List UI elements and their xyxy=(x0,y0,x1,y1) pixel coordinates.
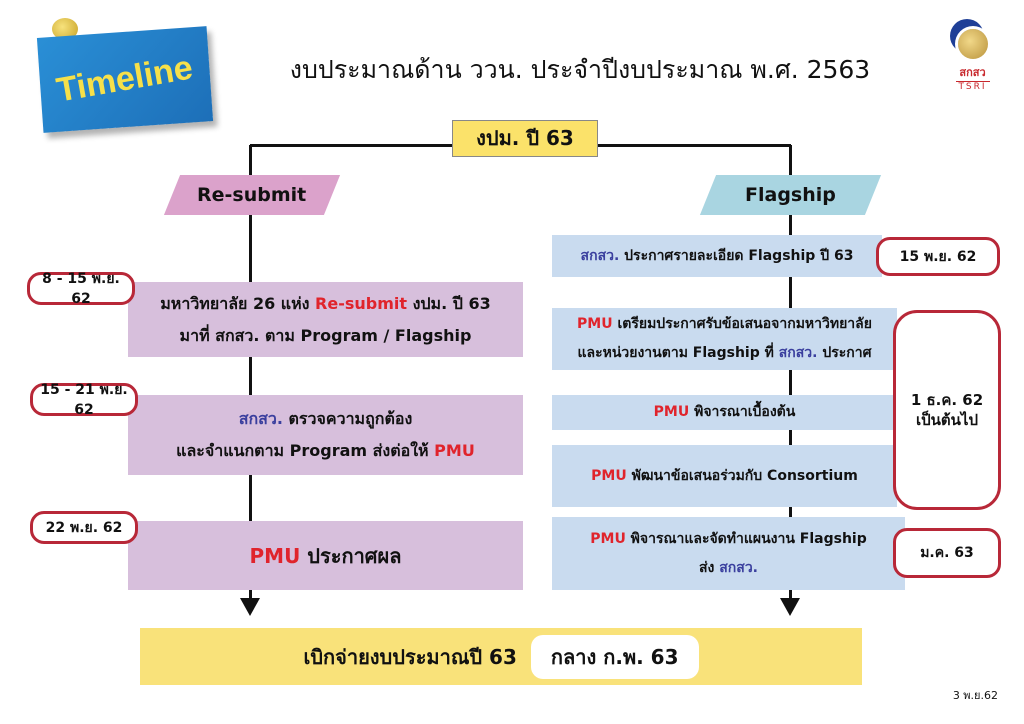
right-step-4: PMU พัฒนาข้อเสนอร่วมกับ Consortium xyxy=(552,445,897,507)
branch-resubmit: Re-submit xyxy=(163,175,341,215)
logo-thai: สกสว xyxy=(955,63,990,82)
text-red: PMU xyxy=(577,316,613,332)
text: เตรียมประกาศรับข้อเสนอจากมหาวิทยาลัย xyxy=(612,316,872,332)
date-badge: 15 - 21 พ.ย. 62 xyxy=(30,382,138,418)
text-blue: สกสว. xyxy=(238,409,283,428)
text: ตรวจความถูกต้อง xyxy=(282,409,413,428)
step-line: PMU พิจารณาเบื้องต้น xyxy=(654,398,796,427)
right-step-2: PMU เตรียมประกาศรับข้อเสนอจากมหาวิทยาลัย… xyxy=(552,308,897,370)
globe-icon xyxy=(957,29,988,59)
left-step-3: PMU ประกาศผล xyxy=(128,521,523,590)
branch-flagship: Flagship xyxy=(699,175,882,215)
timeline-badge: Timeline xyxy=(36,26,214,133)
disbursement-bar: เบิกจ่ายงบประมาณปี 63 กลาง ก.พ. 63 xyxy=(140,628,862,685)
step-line: PMU พิจารณาและจัดทำแผนงาน Flagship xyxy=(590,525,867,554)
text-red: PMU xyxy=(249,543,301,568)
text: พิจารณาเบื้องต้น xyxy=(689,404,796,420)
date-line: เป็นต้นไป xyxy=(916,411,978,429)
text-red: Re-submit xyxy=(315,293,408,313)
date-line: 1 ธ.ค. 62 xyxy=(910,391,984,409)
disbursement-text: เบิกจ่ายงบประมาณปี 63 xyxy=(303,644,517,669)
step-line: PMU ประกาศผล xyxy=(250,540,402,572)
pushpin-icon xyxy=(52,18,78,40)
text-blue: สกสว. xyxy=(778,345,818,361)
date-badge: 15 พ.ย. 62 xyxy=(876,237,1000,276)
right-step-5: PMU พิจารณาและจัดทำแผนงาน Flagship ส่ง ส… xyxy=(552,517,905,590)
step-line: และหน่วยงานตาม Flagship ที่ สกสว. ประกาศ xyxy=(577,339,871,368)
step-line: มหาวิทยาลัย 26 แห่ง Re-submit งปม. ปี 63 xyxy=(160,288,491,320)
text: งปม. ปี 63 xyxy=(407,293,491,313)
right-step-1: สกสว. ประกาศรายละเอียด Flagship ปี 63 xyxy=(552,235,882,277)
text-red: PMU xyxy=(590,530,626,547)
branch-label: Flagship xyxy=(745,184,836,206)
footer-date: 3 พ.ย.62 xyxy=(952,689,998,702)
page-title: งบประมาณด้าน ววน. ประจำปีงบประมาณ พ.ศ. 2… xyxy=(289,55,871,84)
step-line: PMU พัฒนาข้อเสนอร่วมกับ Consortium xyxy=(591,462,858,491)
text-blue: สกสว. xyxy=(580,247,620,264)
step-line: สกสว. ประกาศรายละเอียด Flagship ปี 63 xyxy=(581,242,854,271)
text: ประกาศรายละเอียด Flagship ปี 63 xyxy=(619,247,854,264)
step-line: ส่ง สกสว. xyxy=(699,554,758,583)
text: มหาวิทยาลัย 26 แห่ง xyxy=(160,293,316,313)
connector-left xyxy=(249,145,252,600)
text-blue: สกสว. xyxy=(719,559,758,576)
text: และหน่วยงานตาม Flagship ที่ xyxy=(577,345,779,361)
budget-node: งปม. ปี 63 xyxy=(452,120,598,157)
left-step-1: มหาวิทยาลัย 26 แห่ง Re-submit งปม. ปี 63… xyxy=(128,282,523,357)
text: ประกาศ xyxy=(817,345,872,361)
arrow-down-icon xyxy=(780,598,800,616)
tsri-logo: สกสว TSRI xyxy=(945,15,1000,97)
date-badge: ม.ค. 63 xyxy=(893,528,1001,578)
connector-right xyxy=(789,145,792,600)
timeline-label: Timeline xyxy=(54,48,196,110)
left-step-2: สกสว. ตรวจความถูกต้อง และจำแนกตาม Progra… xyxy=(128,395,523,475)
date-badge: 8 - 15 พ.ย. 62 xyxy=(27,271,135,307)
text-red: PMU xyxy=(434,441,475,460)
step-line: PMU เตรียมประกาศรับข้อเสนอจากมหาวิทยาลัย xyxy=(577,310,872,339)
step-line: มาที่ สกสว. ตาม Program / Flagship xyxy=(179,325,472,345)
text: ประกาศผล xyxy=(300,543,402,568)
text: พิจารณาและจัดทำแผนงาน Flagship xyxy=(625,530,867,547)
logo-english: TSRI xyxy=(958,82,987,92)
disbursement-date: กลาง ก.พ. 63 xyxy=(530,634,699,679)
date-badge: 1 ธ.ค. 62 เป็นต้นไป xyxy=(893,310,1001,510)
text-red: PMU xyxy=(653,404,690,420)
right-step-3: PMU พิจารณาเบื้องต้น xyxy=(552,395,897,430)
branch-label: Re-submit xyxy=(197,184,307,206)
text: ส่ง xyxy=(698,559,720,576)
text: และจำแนกตาม Program ส่งต่อให้ xyxy=(176,441,435,460)
text-red: PMU xyxy=(591,467,627,484)
arrow-down-icon xyxy=(240,598,260,616)
date-badge: 22 พ.ย. 62 xyxy=(30,511,138,544)
step-line: สกสว. ตรวจความถูกต้อง xyxy=(239,403,413,435)
step-line: และจำแนกตาม Program ส่งต่อให้ PMU xyxy=(176,435,475,467)
text: พัฒนาข้อเสนอร่วมกับ Consortium xyxy=(626,467,858,484)
